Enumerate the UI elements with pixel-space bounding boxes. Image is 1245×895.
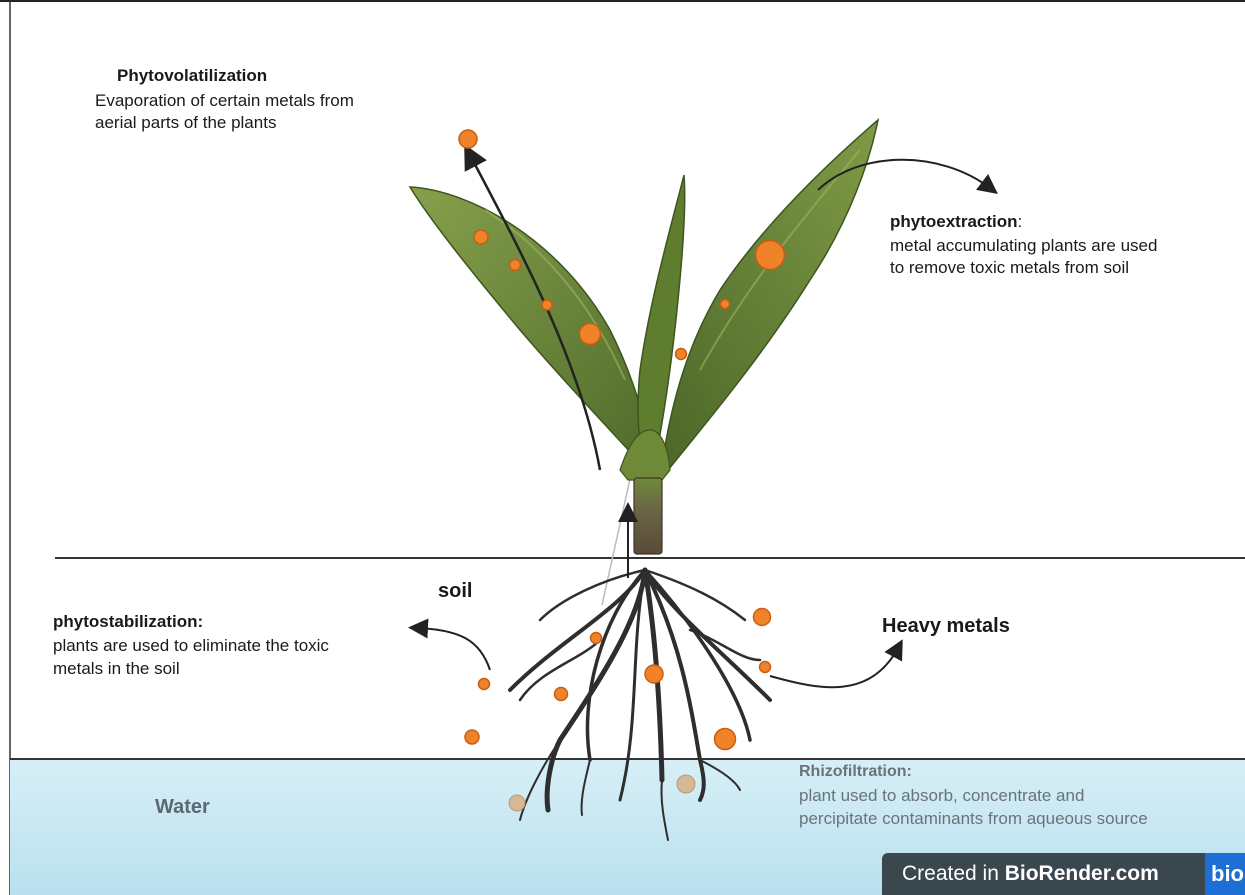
metal-particle [465, 730, 479, 744]
water-particle [509, 795, 525, 811]
biorender-logo-icon: bio [1205, 853, 1245, 895]
phytovolatilization-desc-1: Evaporation of certain metals from [95, 91, 354, 111]
rhizofiltration-desc-2: percipitate contaminants from aqueous so… [799, 809, 1148, 829]
rhizofiltration-title: Rhizofiltration: [799, 762, 912, 781]
phytoextraction-heading: phytoextraction: [890, 212, 1022, 232]
heavy-metals-label: Heavy metals [882, 614, 1010, 638]
metal-particle [715, 729, 736, 750]
metal-particle [645, 665, 663, 683]
metal-particle [510, 260, 521, 271]
credit-brand: BioRender.com [1005, 862, 1159, 885]
metal-particle [754, 609, 771, 626]
metal-particle [474, 230, 488, 244]
metal-particle [555, 688, 568, 701]
water-particle [677, 775, 695, 793]
metal-particle [459, 130, 477, 148]
phytostabilization-desc-1: plants are used to eliminate the toxic [53, 636, 329, 656]
leaf-right [660, 120, 878, 480]
heavy-metals-arrow [770, 648, 898, 687]
water-label: Water [155, 795, 210, 819]
phytoextraction-desc-1: metal accumulating plants are used [890, 236, 1157, 256]
phytostabilization-title: phytostabilization: [53, 612, 203, 632]
metal-particle [542, 300, 552, 310]
metal-particle [760, 662, 771, 673]
metal-particle [721, 300, 730, 309]
phytoextraction-colon: : [1018, 212, 1023, 231]
phytovolatilization-desc-2: aerial parts of the plants [95, 113, 276, 133]
credit-prefix: Created in [902, 862, 1005, 885]
stem [634, 478, 662, 554]
phytostabilization-desc-2: metals in the soil [53, 659, 180, 679]
phytoextraction-title: phytoextraction [890, 212, 1018, 231]
metal-particle [580, 324, 601, 345]
metal-particle [676, 349, 687, 360]
leaf-left [410, 187, 655, 480]
metal-particle [591, 633, 602, 644]
rhizofiltration-desc-1: plant used to absorb, concentrate and [799, 786, 1084, 806]
phytoextraction-desc-2: to remove toxic metals from soil [890, 258, 1129, 278]
metal-particle [756, 241, 785, 270]
biorender-badge[interactable]: Created in BioRender.com bio [882, 853, 1245, 895]
phytovolatilization-title: Phytovolatilization [117, 66, 267, 86]
soil-label: soil [438, 579, 472, 603]
metal-particle [479, 679, 490, 690]
stabilization-arrow [418, 628, 490, 670]
biorender-credit: Created in BioRender.com [902, 862, 1159, 886]
